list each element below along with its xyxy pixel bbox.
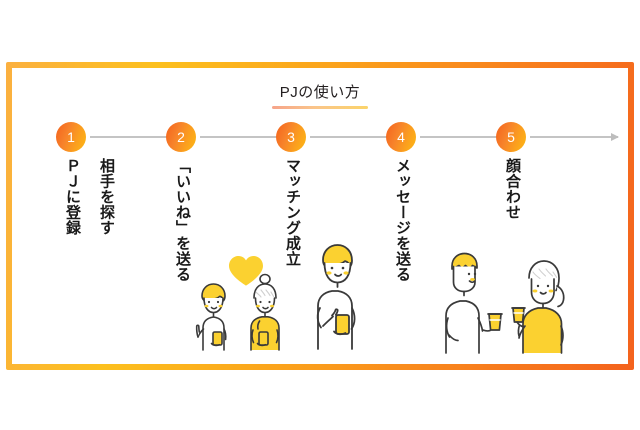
step-2[interactable]: 2 「いいね」を送る xyxy=(166,122,196,282)
man-body-left xyxy=(445,300,480,354)
step-2-label: 「いいね」を送る xyxy=(174,158,191,282)
woman-body-right xyxy=(522,307,563,354)
step-4-label: メッセージを送る xyxy=(394,158,411,282)
page-title-text: PJの使い方 xyxy=(279,84,361,101)
man-with-phone-icon xyxy=(316,244,356,350)
illustration-couple-with-heart xyxy=(185,246,295,356)
cup-right xyxy=(512,307,525,323)
cup-left xyxy=(488,313,502,331)
step-5[interactable]: 5 顔合わせ xyxy=(496,122,526,220)
couple-with-drinks-icon xyxy=(445,252,565,354)
woman-ponytail xyxy=(556,285,565,308)
right-person-bun xyxy=(259,273,271,285)
right-person-icon xyxy=(250,273,280,351)
step-5-label: 顔合わせ xyxy=(504,158,521,220)
step-3-label: マッチング成立 xyxy=(284,158,301,267)
right-person-phone xyxy=(258,331,269,346)
man-hand-at-chin xyxy=(331,308,339,317)
arrow-step5-trailing xyxy=(530,133,619,141)
heart-shape xyxy=(229,256,263,286)
step-1-label: ＰＪに登録 xyxy=(64,158,81,236)
step-1-number: 1 xyxy=(56,122,86,152)
couple-with-heart-icon xyxy=(195,256,263,351)
illustration-couple-with-drinks xyxy=(443,246,571,359)
page-title: PJの使い方 xyxy=(12,84,628,109)
step-4-number: 4 xyxy=(386,122,416,152)
illustration-man-with-phone xyxy=(303,238,383,355)
left-person-phone xyxy=(212,331,223,346)
step-1[interactable]: 1 ＰＪに登録 xyxy=(56,122,86,236)
title-underline xyxy=(272,106,368,109)
gradient-frame-border: PJの使い方 1 ＰＪに登録 相手を探す 2 「いいね」を送る xyxy=(6,62,634,370)
step-2-number: 2 xyxy=(166,122,196,152)
aside-search-label: 相手を探す xyxy=(98,158,115,236)
step-3-number: 3 xyxy=(276,122,306,152)
man-phone xyxy=(335,314,350,335)
left-person-pointing-hand xyxy=(195,324,201,338)
step-5-number: 5 xyxy=(496,122,526,152)
step-3[interactable]: 3 マッチング成立 xyxy=(276,122,306,267)
step-4[interactable]: 4 メッセージを送る xyxy=(386,122,416,282)
